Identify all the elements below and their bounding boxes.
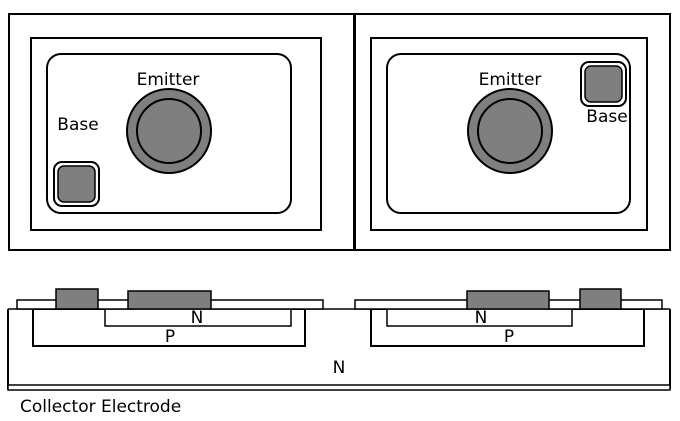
collector-electrode-label: Collector Electrode: [20, 397, 181, 417]
base-label-right: Base: [586, 107, 627, 127]
top-view-right: Emitter Base: [354, 13, 671, 251]
emitter-label-right: Emitter: [479, 70, 542, 90]
oxide-left-1: [16, 299, 59, 310]
inner-frame-right: [386, 53, 631, 214]
oxide-right-3: [618, 299, 663, 310]
n-emitter-label-right: N: [475, 308, 488, 328]
emitter-label-left: Emitter: [137, 70, 200, 90]
middle-frame-left: [30, 37, 322, 231]
base-contact-left-inner: [57, 165, 96, 203]
middle-frame-right: [370, 37, 648, 231]
p-base-label-left: P: [165, 327, 175, 347]
n-emitter-label-left: N: [191, 308, 204, 328]
cross-section: N P N P N Collector Electrode: [7, 288, 671, 417]
emitter-contact-left-inner: [136, 98, 202, 164]
n-collector-label: N: [333, 358, 346, 378]
collector-electrode: [7, 384, 671, 391]
outer-frame-right: [354, 13, 671, 251]
oxide-right-1: [354, 299, 469, 310]
p-base-label-right: P: [504, 327, 514, 347]
base-label-left: Base: [57, 115, 98, 135]
base-contact-right-inner: [584, 65, 623, 103]
emitter-contact-right-inner: [477, 98, 543, 164]
base-metal-right: [579, 288, 622, 310]
oxide-right-2: [547, 299, 584, 310]
emitter-metal-right: [466, 290, 550, 310]
oxide-left-3: [209, 299, 324, 310]
inner-frame-left: [46, 53, 292, 214]
emitter-metal-left: [127, 290, 212, 310]
top-view-left: Emitter Base: [8, 13, 355, 251]
base-metal-left: [55, 288, 99, 310]
